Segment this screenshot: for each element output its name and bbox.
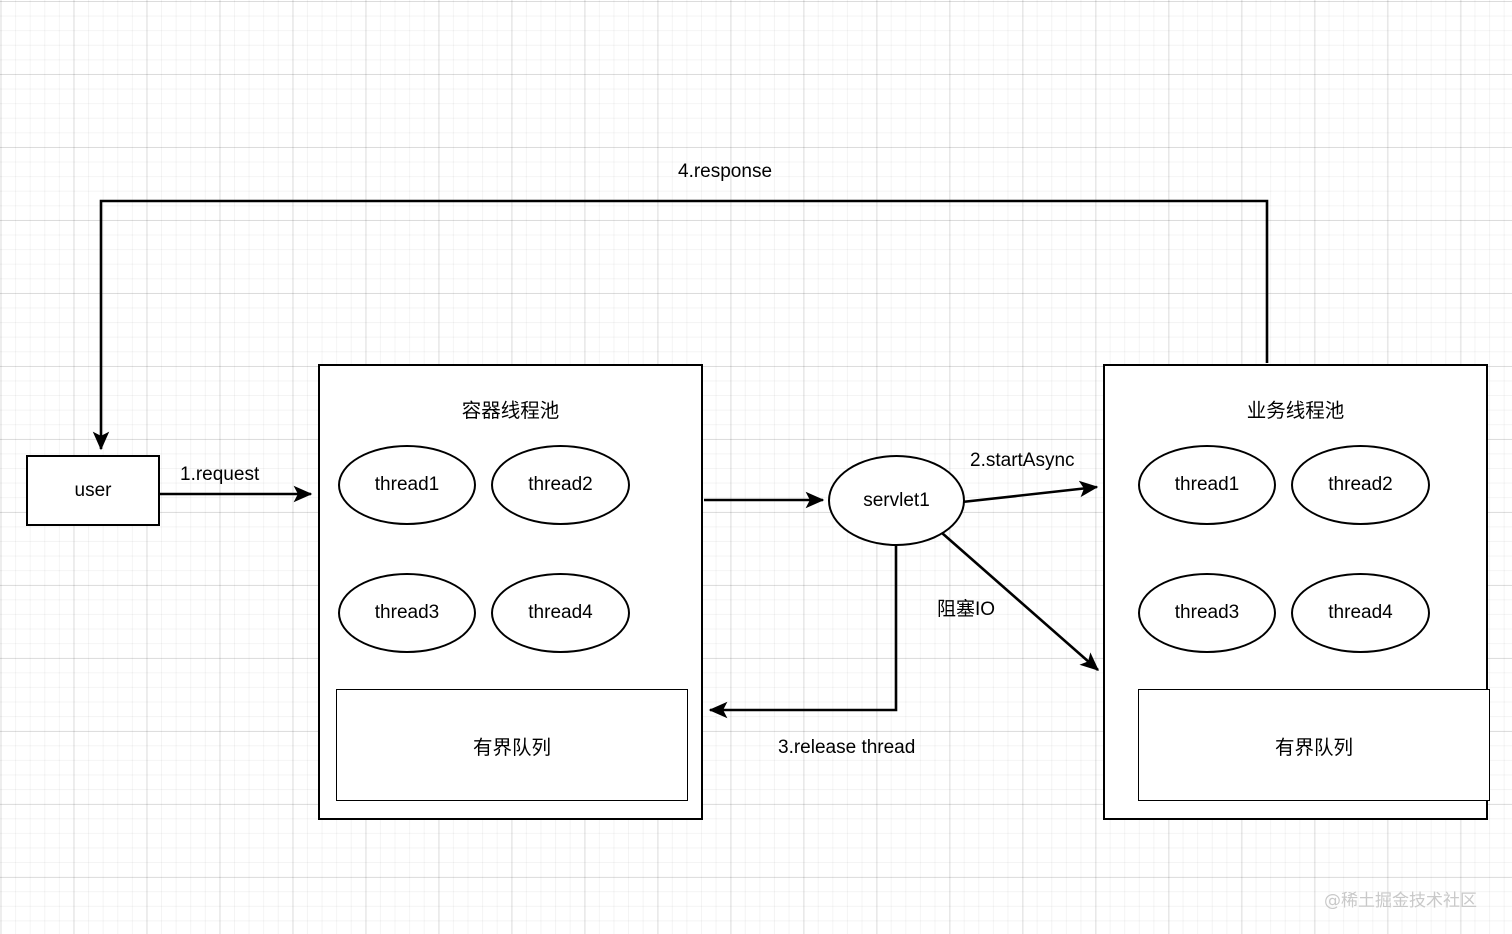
business-thread-4-label: thread4 [1328, 602, 1393, 623]
container-thread-2-label: thread2 [528, 474, 593, 495]
node-user[interactable]: user [26, 455, 160, 526]
node-servlet1[interactable]: servlet1 [828, 455, 965, 546]
business-bounded-queue-label: 有界队列 [1274, 736, 1353, 759]
node-business-thread-pool[interactable]: 业务线程池 thread1 thread2 thread3 thread4 有界… [1103, 364, 1490, 820]
container-thread-4-label: thread4 [528, 602, 593, 623]
edge-label-request: 1.request [180, 464, 260, 485]
edge-start-async [961, 480, 1099, 504]
business-thread-2-label: thread2 [1328, 474, 1393, 495]
container-thread-1[interactable]: thread1 [338, 445, 476, 525]
watermark: @稀土掘金技术社区 [1324, 891, 1477, 911]
container-pool-title: 容器线程池 [461, 400, 560, 422]
container-thread-1-label: thread1 [374, 474, 440, 495]
container-thread-4[interactable]: thread4 [491, 573, 630, 653]
container-thread-3[interactable]: thread3 [338, 573, 476, 653]
business-thread-4[interactable]: thread4 [1291, 573, 1430, 653]
edge-label-start-async: 2.startAsync [970, 450, 1075, 471]
node-servlet1-label: servlet1 [863, 489, 930, 511]
business-bounded-queue[interactable]: 有界队列 [1138, 689, 1490, 801]
business-pool-title: 业务线程池 [1246, 400, 1345, 422]
container-bounded-queue-label: 有界队列 [472, 736, 551, 759]
edge-label-response: 4.response [678, 161, 773, 182]
business-thread-3[interactable]: thread3 [1138, 573, 1276, 653]
node-container-thread-pool[interactable]: 容器线程池 thread1 thread2 thread3 thread4 有界… [318, 364, 703, 820]
edge-label-release-thread: 3.release thread [778, 737, 916, 758]
container-bounded-queue[interactable]: 有界队列 [336, 689, 688, 801]
edge-release-thread [708, 546, 898, 719]
business-thread-2[interactable]: thread2 [1291, 445, 1430, 525]
container-thread-3-label: thread3 [374, 602, 440, 623]
edge-label-blocking-io: 阻塞IO [937, 599, 996, 620]
business-thread-1[interactable]: thread1 [1138, 445, 1276, 525]
node-user-label: user [74, 479, 112, 501]
business-thread-1-label: thread1 [1174, 474, 1240, 495]
business-thread-3-label: thread3 [1174, 602, 1240, 623]
container-thread-2[interactable]: thread2 [491, 445, 630, 525]
